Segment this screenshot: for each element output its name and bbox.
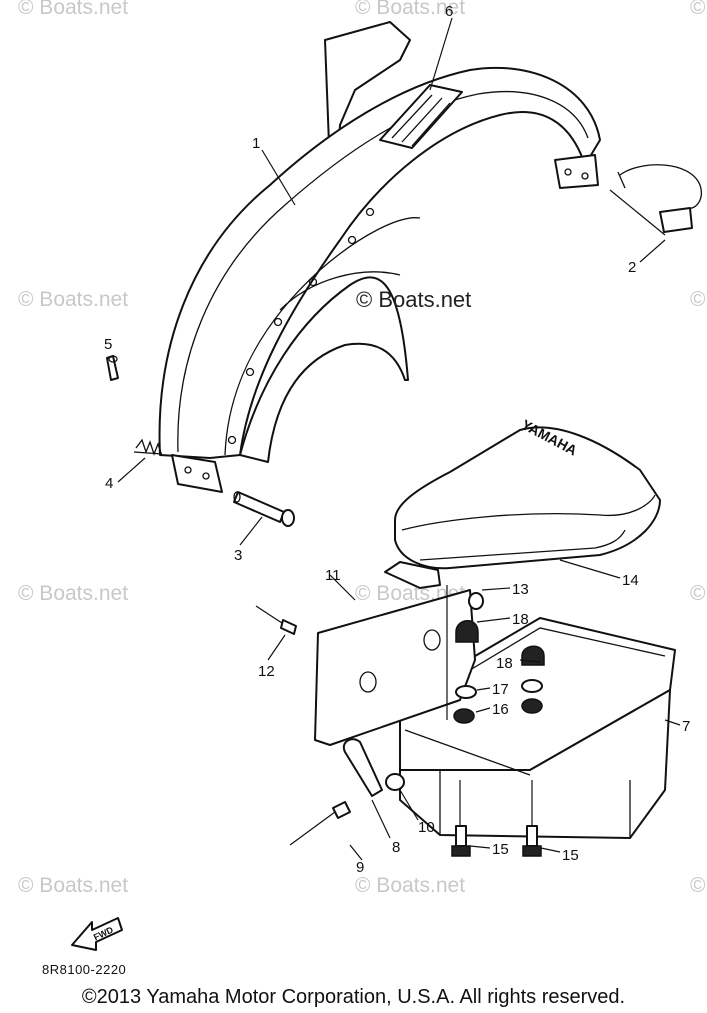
cap-nut [521, 645, 545, 666]
cap-nut [455, 620, 479, 643]
pivot-pin [233, 491, 295, 527]
watermark: © Boats.net [18, 288, 128, 311]
watermark: © Boats.net [690, 874, 707, 897]
callout-3: 3 [234, 547, 242, 564]
watermark: © Boats.net [18, 0, 128, 19]
watermark: © Boats.net [355, 0, 465, 19]
callout-2: 2 [628, 259, 636, 276]
watermark: © Boats.net [18, 582, 128, 605]
label-plate [379, 84, 463, 149]
callout-10: 10 [418, 819, 435, 836]
callout-18: 18 [512, 611, 529, 628]
washer [468, 592, 484, 610]
callout-14: 14 [622, 572, 639, 589]
callout-6: 6 [445, 3, 453, 20]
grommet [521, 698, 543, 714]
watermark: © Boats.net [690, 0, 707, 19]
watermark: © Boats.net [18, 874, 128, 897]
reference-code: 8R8100-2220 [42, 962, 127, 977]
spring [133, 438, 163, 457]
callout-4: 4 [105, 475, 113, 492]
callout-16: 16 [492, 701, 509, 718]
callout-9: 9 [356, 859, 364, 876]
callout-15b: 15 [562, 847, 579, 864]
side-plate [314, 589, 476, 746]
watermark: © Boats.net [690, 582, 707, 605]
callout-13: 13 [512, 581, 529, 598]
callout-1: 1 [252, 135, 260, 152]
grommet [453, 708, 475, 724]
copyright-notice: ©2013 Yamaha Motor Corporation, U.S.A. A… [81, 986, 626, 1008]
callout-17: 17 [492, 681, 509, 698]
box-cover: YAMAHA [384, 416, 661, 589]
rivet [255, 605, 297, 635]
bracket [342, 738, 383, 797]
callout-11: 11 [325, 567, 341, 584]
watermark: © Boats.net [690, 288, 707, 311]
callout-12: 12 [258, 663, 275, 680]
cotter-pin [106, 355, 119, 381]
battery-box [399, 617, 676, 839]
bolt [522, 825, 542, 857]
callout-15: 15 [492, 841, 509, 858]
callout-18b: 18 [496, 655, 513, 672]
watermark: © Boats.net [355, 874, 465, 897]
washer [521, 679, 543, 693]
bolt [451, 825, 471, 857]
hinge-pin [609, 164, 702, 236]
rivet [289, 801, 351, 846]
callout-5: 5 [104, 336, 112, 353]
center-watermark: © Boats.net [356, 287, 471, 312]
fwd-arrow-icon: FWD [71, 917, 123, 951]
washer [385, 773, 405, 791]
belt-guard [158, 21, 601, 493]
washer [455, 685, 477, 699]
callout-7: 7 [682, 718, 690, 735]
callout-8: 8 [392, 839, 400, 856]
